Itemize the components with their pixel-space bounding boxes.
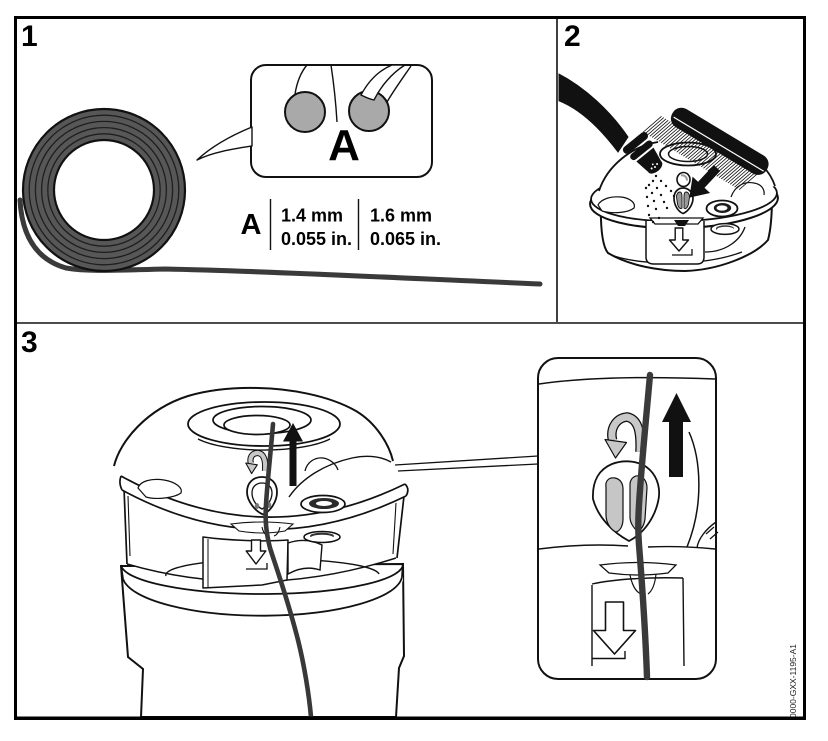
svg-text:A: A [328, 121, 360, 170]
svg-text:1.6 mm: 1.6 mm [370, 206, 432, 226]
svg-text:0.065 in.: 0.065 in. [370, 229, 441, 249]
svg-text:1: 1 [21, 20, 38, 53]
svg-text:2: 2 [564, 20, 581, 53]
svg-text:0.055 in.: 0.055 in. [281, 229, 352, 249]
svg-text:0000-GXX-1195-A1: 0000-GXX-1195-A1 [788, 644, 798, 718]
svg-text:3: 3 [21, 326, 38, 359]
svg-text:A: A [241, 209, 262, 241]
svg-text:1.4 mm: 1.4 mm [281, 206, 343, 226]
